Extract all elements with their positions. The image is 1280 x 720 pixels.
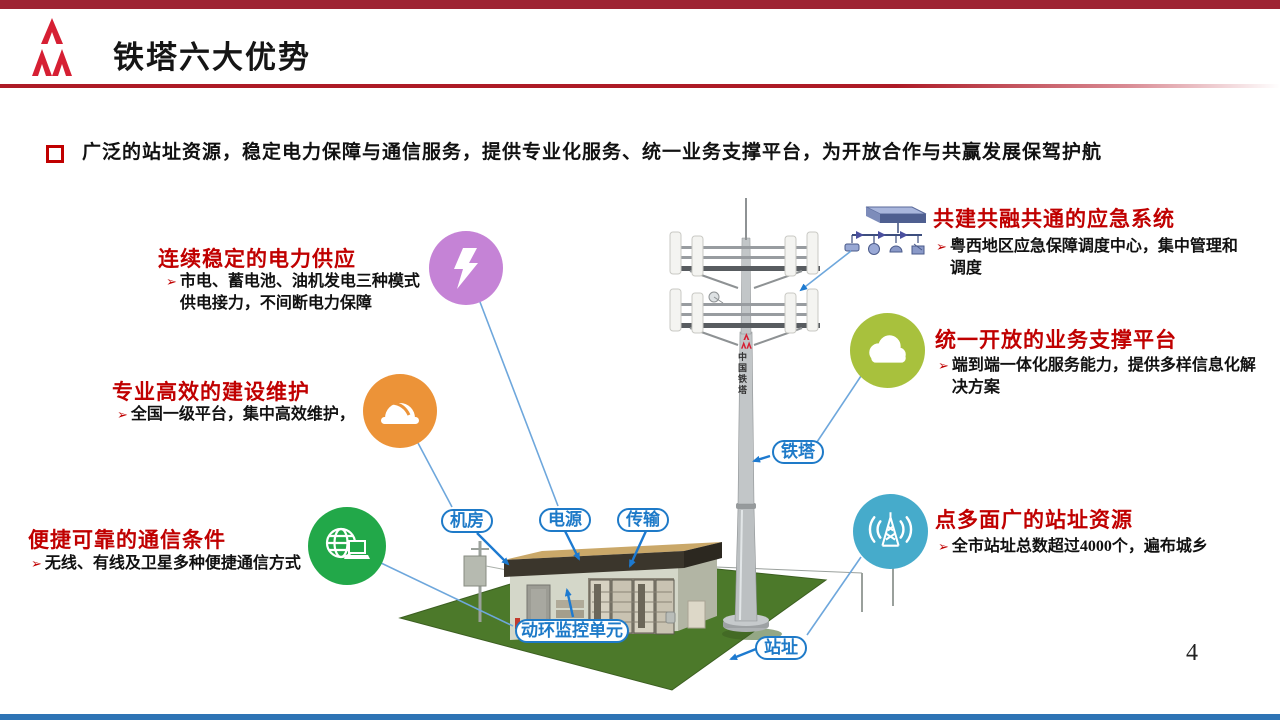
feature-title-power: 连续稳定的电力供应	[158, 247, 356, 271]
page-title: 铁塔六大优势	[113, 40, 311, 75]
top-accent-bar	[0, 0, 1280, 9]
connector-lines	[380, 250, 862, 636]
label-tower: 铁塔	[772, 440, 824, 464]
feature-title-maintenance: 专业高效的建设维护	[112, 380, 310, 404]
feature-desc-sites: ➢ 全市站址总数超过4000个，遍布城乡	[938, 536, 1208, 558]
feature-desc-text: 市电、蓄电池、油机发电三种模式供电接力，不间断电力保障	[179, 273, 420, 312]
intro-text: 广泛的站址资源，稳定电力保障与通信服务，提供专业化服务、统一业务支撑平台，为开放…	[82, 142, 1103, 163]
tower-brand-text: 中国铁塔	[737, 352, 747, 396]
feature-title-platform: 统一开放的业务支撑平台	[935, 328, 1177, 352]
network-devices-icon	[844, 206, 927, 255]
feature-desc-text: 粤西地区应急保障调度中心，集中管理和调度	[949, 238, 1238, 277]
feature-desc-communication: ➢ 无线、有线及卫星多种便捷通信方式	[31, 553, 301, 575]
arrow-bullet-icon: ➢	[936, 239, 947, 254]
feature-title-sites: 点多面广的站址资源	[935, 508, 1133, 532]
utility-pole	[463, 541, 513, 622]
feature-desc-text: 全市站址总数超过4000个，遍布城乡	[951, 538, 1208, 555]
antenna-signal-icon	[853, 494, 928, 569]
label-room: 机房	[441, 509, 493, 533]
tower-brand-logo-icon	[741, 333, 752, 349]
feature-desc-maintenance: ➢ 全国一级平台，集中高效维护，	[117, 404, 355, 426]
feature-title-emergency: 共建共融共通的应急系统	[933, 207, 1175, 231]
feature-title-communication: 便捷可靠的通信条件	[28, 528, 226, 552]
label-monitor-unit: 动环监控单元	[515, 619, 629, 643]
square-bullet-icon	[46, 145, 64, 163]
label-transmission: 传输	[617, 508, 669, 532]
intro-bullet-line: 广泛的站址资源，稳定电力保障与通信服务，提供专业化服务、统一业务支撑平台，为开放…	[46, 141, 1236, 166]
arrow-bullet-icon: ➢	[117, 407, 128, 422]
bottom-accent-bar	[0, 714, 1280, 720]
monopole-tower	[669, 198, 820, 640]
lightning-icon	[429, 231, 503, 305]
feature-desc-power: ➢ 市电、蓄电池、油机发电三种模式供电接力，不间断电力保障	[166, 271, 432, 314]
hardhat-icon	[363, 374, 437, 448]
arrow-bullet-icon: ➢	[166, 274, 177, 289]
feature-desc-text: 全国一级平台，集中高效维护，	[130, 406, 355, 423]
label-arrows	[476, 454, 771, 661]
feature-desc-emergency: ➢ 粤西地区应急保障调度中心，集中管理和调度	[936, 236, 1252, 279]
china-tower-logo-icon	[32, 18, 72, 76]
cloud-icon	[850, 313, 925, 388]
label-site: 站址	[755, 636, 807, 660]
feature-desc-text: 无线、有线及卫星多种便捷通信方式	[44, 555, 301, 572]
arrow-bullet-icon: ➢	[31, 556, 42, 571]
arrow-bullet-icon: ➢	[938, 358, 949, 373]
arrow-bullet-icon: ➢	[938, 539, 949, 554]
label-power: 电源	[539, 508, 591, 532]
globe-laptop-icon	[308, 507, 386, 585]
page-number: 4	[1186, 640, 1198, 666]
feature-desc-platform: ➢ 端到端一体化服务能力，提供多样信息化解决方案	[938, 355, 1256, 398]
header-divider	[0, 84, 1280, 88]
feature-desc-text: 端到端一体化服务能力，提供多样信息化解决方案	[951, 357, 1256, 396]
